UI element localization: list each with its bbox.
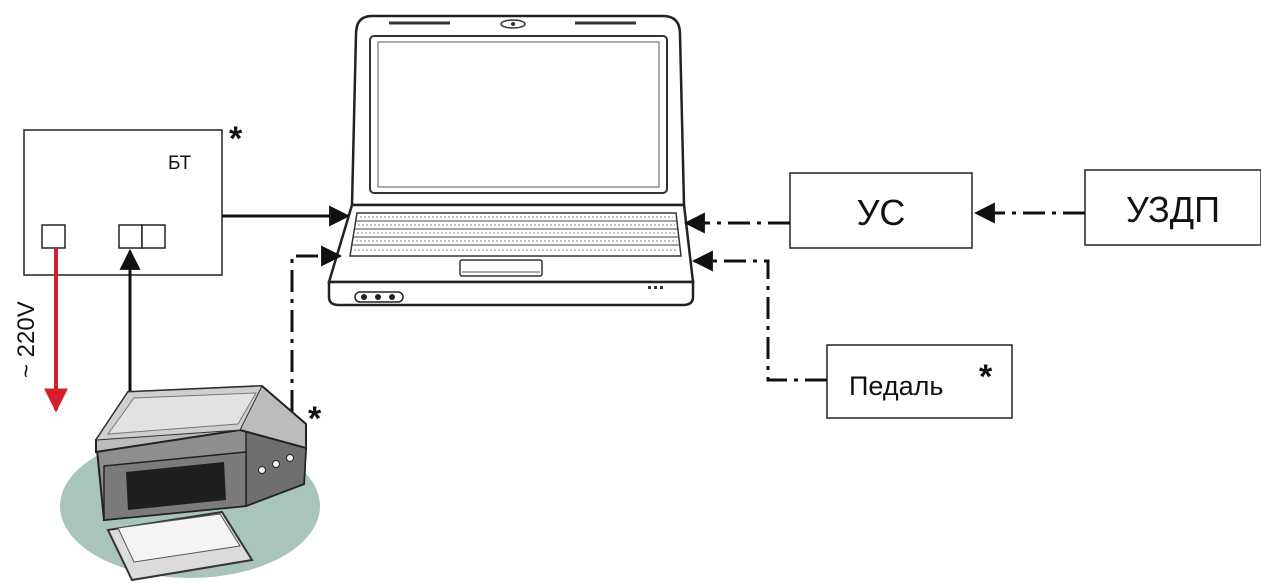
printer-icon [60, 384, 320, 582]
bt-block: БТ [23, 129, 223, 276]
us-block: УС [789, 172, 973, 249]
printer-laptop-connector [290, 245, 343, 412]
us-label: УС [857, 192, 906, 233]
pedal-asterisk: * [979, 358, 993, 396]
bt-label: БТ [168, 153, 192, 174]
pedal-block: Педаль [826, 344, 1013, 419]
laptop-icon [327, 14, 695, 307]
pedal-laptop-connector [691, 250, 827, 382]
uzdp-block: УЗДП [1084, 169, 1261, 246]
printer-asterisk: * [308, 400, 322, 438]
bt-asterisk: * [229, 120, 243, 158]
power-label: ~ 220V [13, 301, 40, 378]
uzdp-label: УЗДП [1126, 189, 1220, 230]
pedal-label: Педаль [849, 371, 943, 401]
